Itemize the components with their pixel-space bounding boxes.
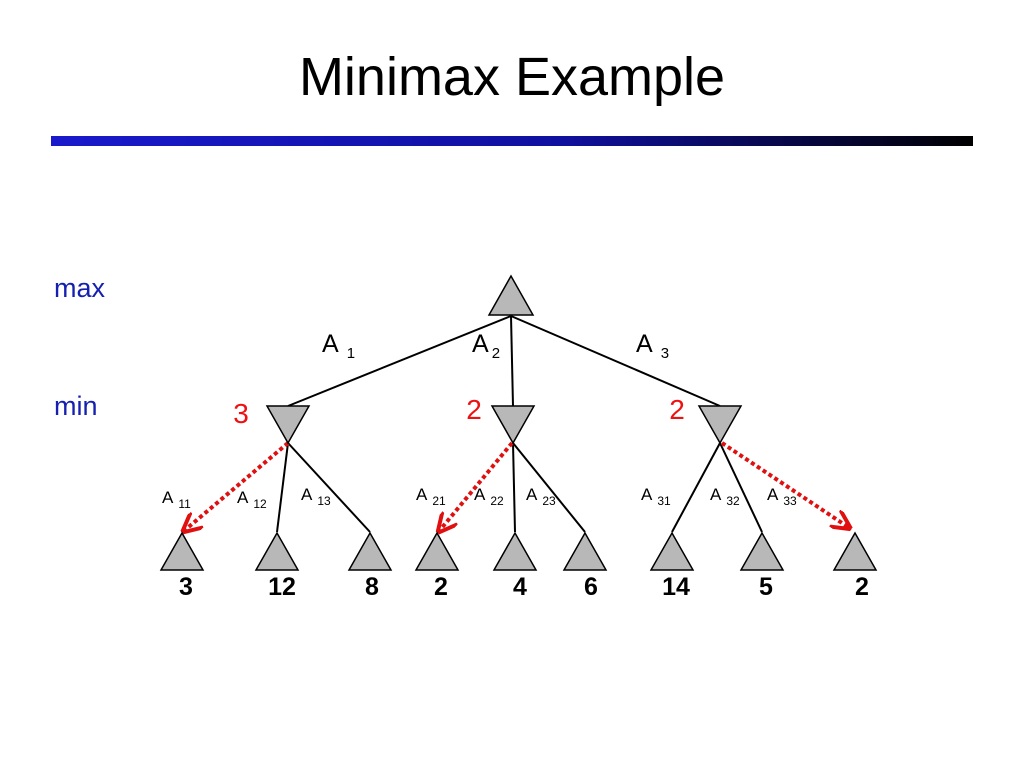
edge-min1-leaf3 — [287, 442, 371, 533]
leaf-value-9: 2 — [855, 573, 869, 601]
edge-min3-leaf1 — [671, 442, 721, 533]
best-move-arrow-3 — [720, 441, 848, 527]
slide-title: Minimax Example — [298, 47, 726, 107]
edge-min3-leaf2 — [719, 442, 763, 533]
edge-min1-leaf2 — [276, 442, 289, 533]
leaf-node-3 — [347, 531, 393, 571]
edge-root-to-min3 — [510, 315, 721, 407]
min-value-3: 2 — [669, 394, 685, 425]
best-move-arrow-1 — [185, 441, 290, 530]
min-value-1: 3 — [233, 398, 249, 429]
min-node-3 — [697, 405, 743, 445]
leaf-node-9 — [832, 531, 878, 571]
edge-root-to-min1 — [287, 315, 512, 407]
max-level-label: max — [54, 273, 106, 303]
leaf-node-4 — [414, 531, 460, 571]
leaf-node-2 — [254, 531, 300, 571]
leaf-node-6 — [562, 531, 608, 571]
min-level-label: min — [54, 391, 98, 421]
edge-min2-leaf3 — [512, 442, 586, 533]
leaf-value-4: 2 — [434, 573, 448, 601]
edge-min2-leaf2 — [512, 442, 516, 533]
leaf-node-5 — [492, 531, 538, 571]
leaf-value-1: 3 — [179, 573, 193, 601]
leaf-node-1 — [159, 531, 205, 571]
title-rule — [51, 136, 973, 146]
leaf-node-7 — [649, 531, 695, 571]
min-node-1 — [265, 405, 311, 445]
leaf-value-6: 6 — [584, 573, 598, 601]
leaf-value-5: 4 — [513, 573, 527, 601]
max-node — [487, 274, 535, 316]
leaf-value-8: 5 — [759, 573, 773, 601]
leaf-value-3: 8 — [365, 573, 379, 601]
leaf-value-7: 14 — [662, 573, 690, 601]
min-node-2 — [490, 405, 536, 445]
best-move-arrow-2 — [440, 441, 514, 530]
leaf-node-8 — [739, 531, 785, 571]
edge-root-to-min2 — [510, 315, 514, 407]
leaf-value-2: 12 — [268, 573, 296, 601]
min-value-2: 2 — [466, 394, 482, 425]
